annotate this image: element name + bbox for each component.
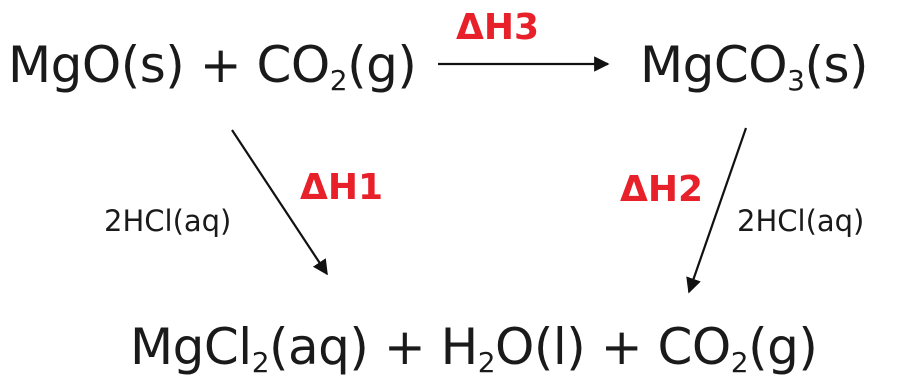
plus-sign: + (585, 318, 658, 376)
co2-formula: CO2(g) (256, 36, 417, 97)
plus-sign: + (368, 318, 441, 376)
products-formula: MgCl2(aq) + H2O(l) + CO2(g) (130, 322, 818, 377)
enthalpy-dh3-label: ΔH3 (456, 7, 540, 48)
reactants-formula: MgO(s) + CO2(g) (8, 40, 417, 95)
enthalpy-dh2-label: ΔH2 (620, 169, 704, 210)
enthalpy-dh1-label: ΔH1 (300, 167, 384, 208)
mgcl2-formula: MgCl2(aq) (130, 318, 369, 379)
co2-product-formula: CO2(g) (657, 318, 818, 379)
carbonate-formula: MgCO3(s) (640, 36, 869, 97)
arrow-dh1 (231, 129, 328, 276)
reagent-left-label: 2HCl(aq) (104, 204, 232, 238)
plus-sign: + (184, 36, 257, 94)
h2o-formula: H2O(l) (440, 318, 586, 379)
reagent-right-label: 2HCl(aq) (737, 204, 865, 238)
arrow-dh2 (686, 127, 748, 294)
mgo-formula: MgO(s) (8, 36, 185, 94)
